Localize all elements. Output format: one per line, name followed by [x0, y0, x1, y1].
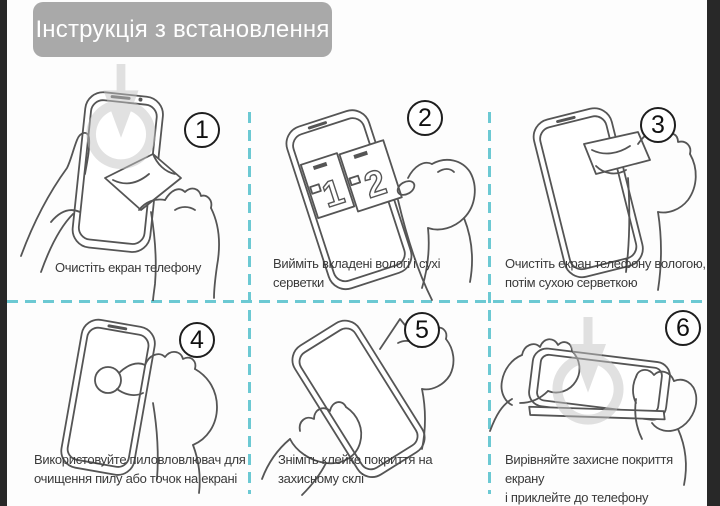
step-panel-2: 1 2 2 Вийміть вкладені вологі і сухі сер…: [248, 60, 488, 301]
step-number-badge: 6: [665, 310, 701, 346]
step-number: 4: [190, 325, 204, 354]
circle-down-arrow-watermark-icon: [543, 317, 633, 443]
step-caption: Вирівняйте захисне покриття екрану і при…: [505, 452, 673, 505]
step-3-illustration: [532, 107, 697, 291]
step-panel-6: 6 Вирівняйте захисне покриття екрану і п…: [488, 303, 707, 506]
step-number-badge: 1: [184, 112, 220, 148]
step-caption: Зніміть клейке покриття на захисному скл…: [278, 452, 433, 486]
step-caption: Використовуйте пиловловлювач для очищенн…: [34, 452, 246, 486]
step-number: 2: [418, 103, 432, 132]
vertical-divider-1: [248, 112, 251, 494]
step-number-badge: 3: [640, 107, 676, 143]
step-number-badge: 4: [179, 322, 215, 358]
step-number: 1: [195, 115, 209, 144]
page-title: Інструкція з встановлення: [33, 2, 332, 57]
step-caption: Вийміть вкладені вологі і сухі серветки: [273, 256, 441, 290]
left-frame-bar: [0, 0, 7, 506]
step-number: 6: [676, 313, 690, 342]
step-panel-1: 1 Очистіть екран телефону: [7, 60, 248, 301]
circle-down-arrow-watermark-icon: [77, 64, 165, 187]
vertical-divider-2: [488, 112, 491, 494]
step-number-badge: 2: [407, 100, 443, 136]
step-number: 5: [415, 315, 429, 344]
step-caption: Очистіть екран телефону вологою, потім с…: [505, 256, 706, 290]
step-2-illustration: 1 2: [285, 109, 476, 301]
right-frame-bar: [707, 0, 720, 506]
step-number-badge: 5: [404, 312, 440, 348]
step-number: 3: [651, 110, 665, 139]
horizontal-divider: [7, 300, 707, 303]
step-panel-5: 5 Зніміть клейке покриття на захисному с…: [248, 303, 488, 506]
step-panel-3: 3 Очистіть екран телефону вологою, потім…: [488, 60, 707, 301]
step-caption: Очистіть екран телефону: [55, 260, 202, 275]
step-panel-4: 4 Використовуйте пиловловлювач для очище…: [7, 303, 248, 506]
step-5-illustration: [261, 318, 455, 496]
step-4-illustration: [60, 318, 218, 494]
